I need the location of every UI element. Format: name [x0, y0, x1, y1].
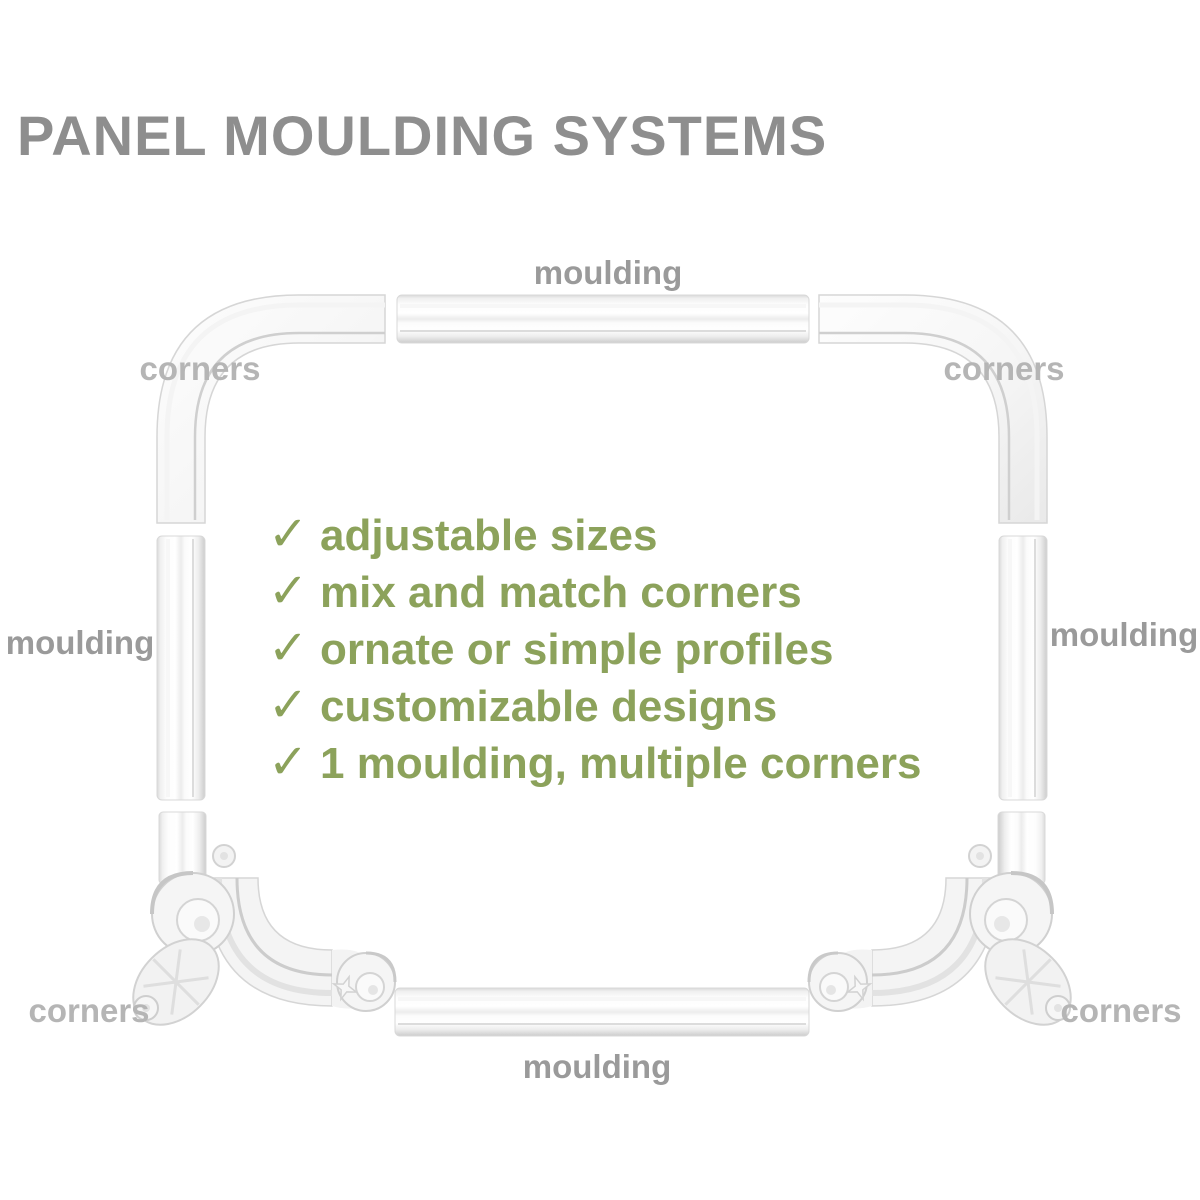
label-corners-top-left: corners [139, 350, 261, 387]
moulding-strip-left [156, 535, 206, 801]
feature-text: adjustable sizes [320, 511, 658, 560]
label-corners-top-right: corners [943, 350, 1065, 387]
feature-item: ✓ adjustable sizes [268, 506, 921, 563]
moulding-strip-top [396, 294, 810, 344]
corner-bottom-right-ornate [809, 812, 1087, 1041]
check-icon: ✓ [268, 508, 309, 561]
corner-top-left [156, 294, 386, 524]
feature-text: 1 moulding, multiple corners [320, 739, 922, 788]
label-moulding-left: moulding [5, 624, 155, 661]
label-corners-bottom-right: corners [1060, 992, 1182, 1029]
moulding-strip-right [998, 535, 1048, 801]
check-icon: ✓ [268, 736, 309, 789]
feature-list: ✓ adjustable sizes ✓ mix and match corne… [268, 506, 921, 791]
feature-item: ✓ customizable designs [268, 677, 921, 734]
feature-item: ✓ ornate or simple profiles [268, 620, 921, 677]
feature-item: ✓ mix and match corners [268, 563, 921, 620]
corner-top-right [818, 294, 1048, 524]
feature-text: ornate or simple profiles [320, 625, 834, 674]
label-corners-bottom-left: corners [28, 992, 150, 1029]
label-moulding-bottom: moulding [522, 1048, 672, 1085]
check-icon: ✓ [268, 622, 309, 675]
check-icon: ✓ [268, 679, 309, 732]
feature-text: mix and match corners [320, 568, 802, 617]
label-moulding-right: moulding [1049, 616, 1199, 653]
moulding-strip-bottom [394, 987, 810, 1037]
label-moulding-top: moulding [533, 254, 683, 291]
corner-bottom-left-ornate [132, 811, 397, 1026]
page-title: PANEL MOULDING SYSTEMS [17, 104, 828, 167]
check-icon: ✓ [268, 565, 309, 618]
feature-text: customizable designs [320, 682, 778, 731]
feature-item: ✓ 1 moulding, multiple corners [268, 734, 921, 791]
